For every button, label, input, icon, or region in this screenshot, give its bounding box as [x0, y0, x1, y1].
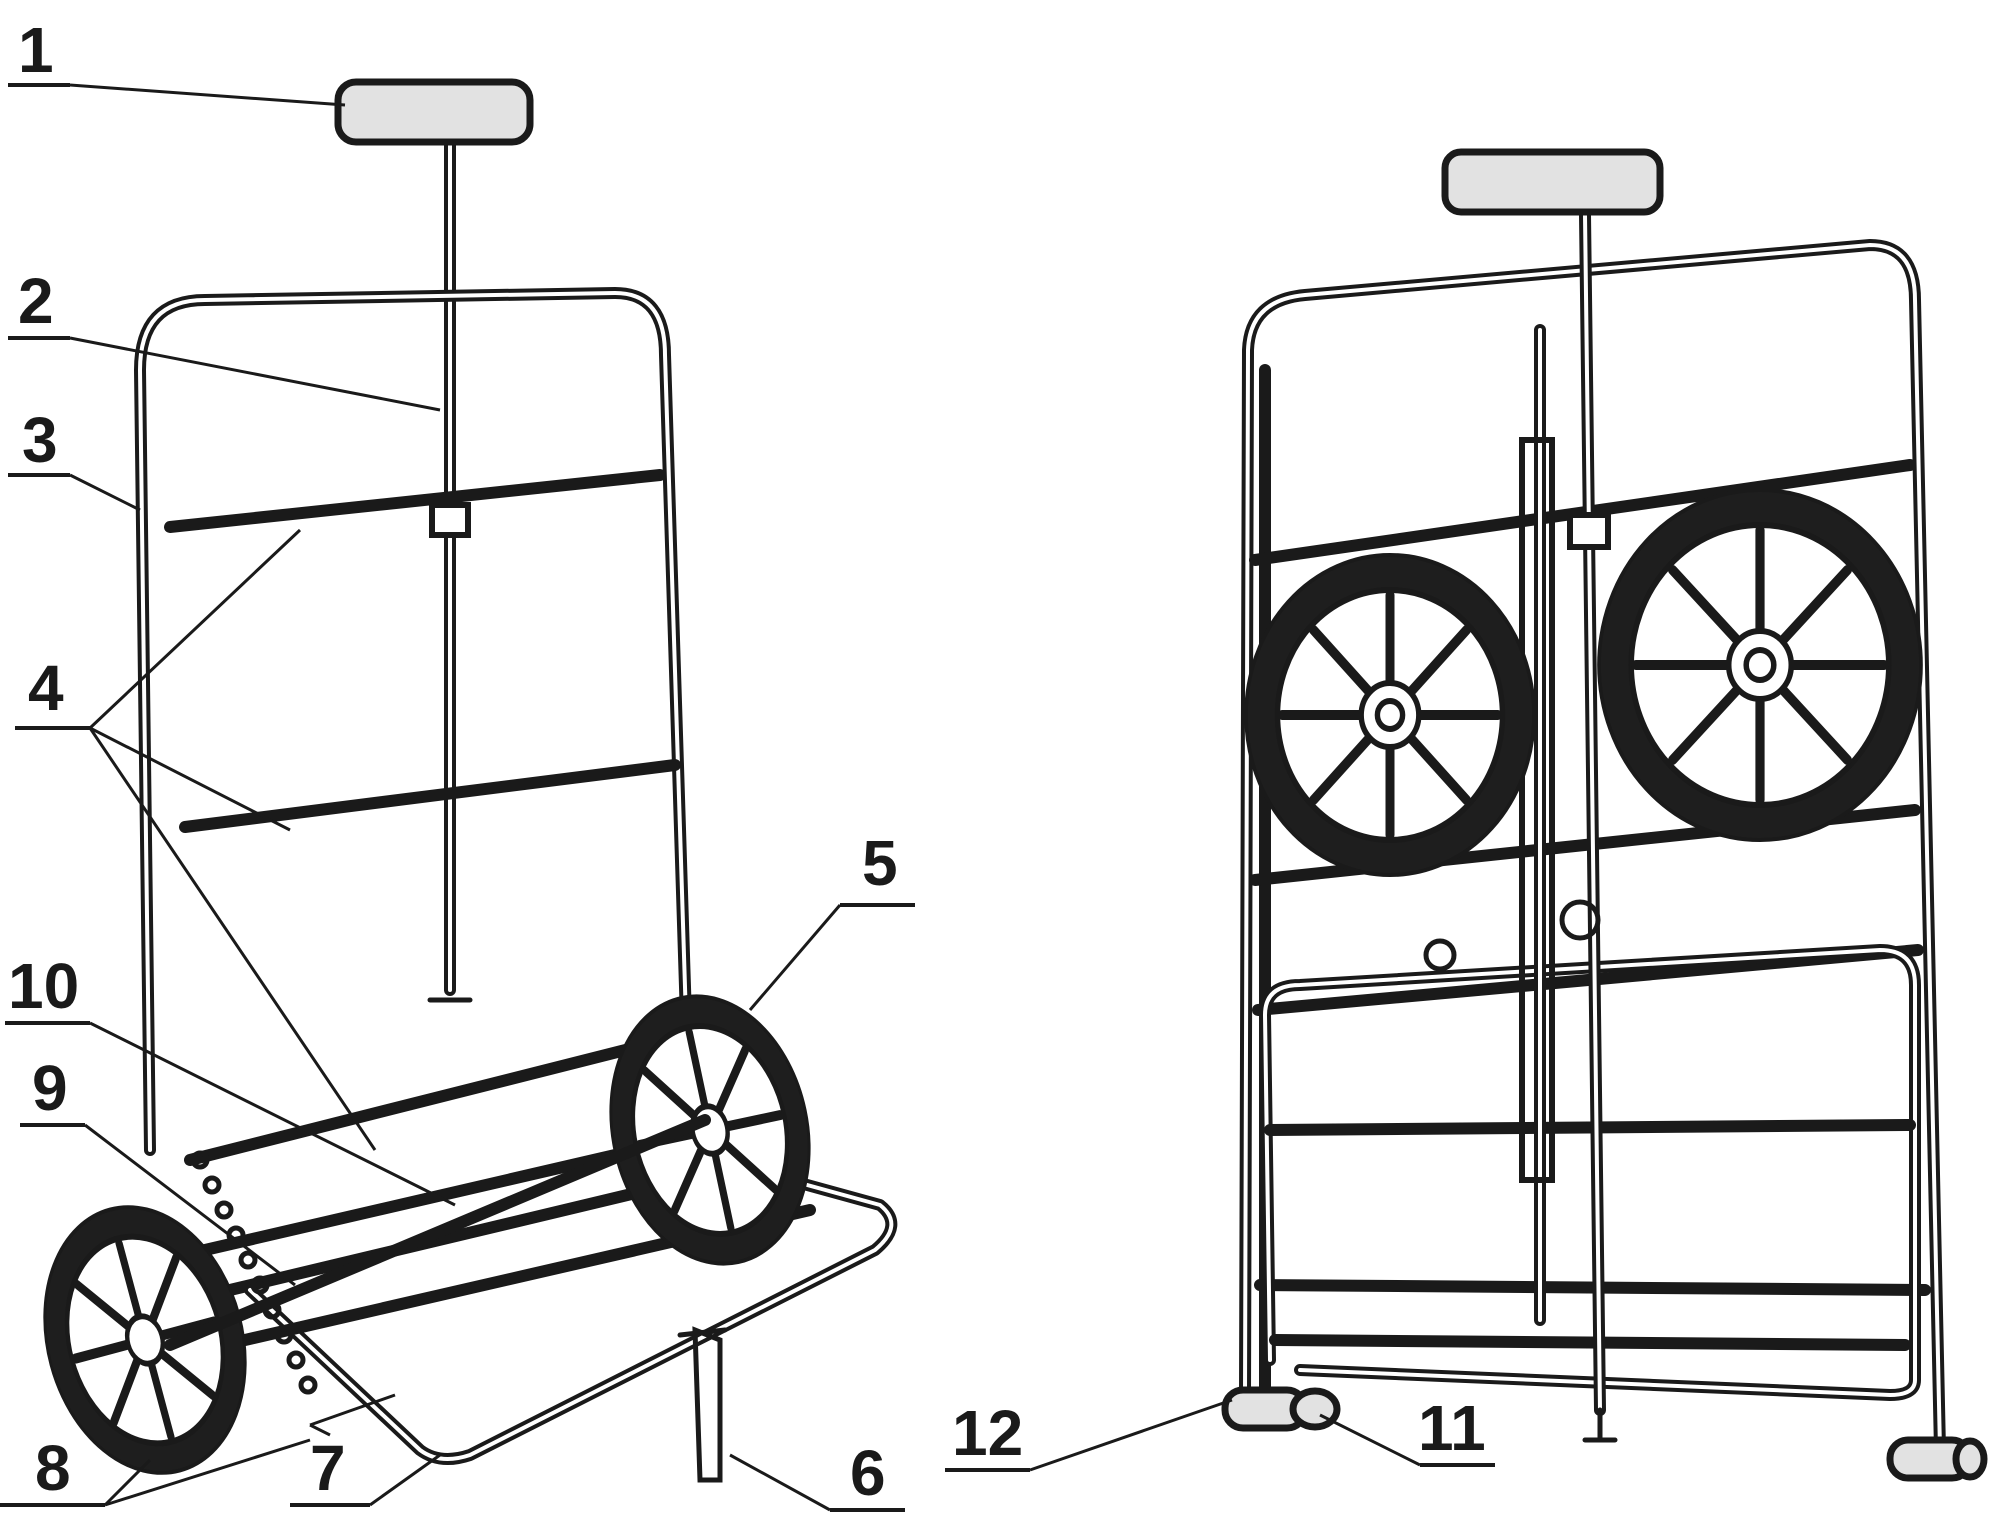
kickstand	[677, 1326, 728, 1483]
label-12: 12	[952, 1397, 1023, 1469]
folded-handle	[1423, 209, 1618, 1443]
label-11: 11	[1418, 1392, 1486, 1464]
stowed-wheel-right	[1597, 488, 1923, 842]
label-8: 8	[35, 1432, 71, 1504]
stowed-wheel-left	[1244, 553, 1536, 877]
cross-bars	[164, 469, 696, 1296]
label-10: 10	[8, 950, 79, 1022]
label-1: 1	[18, 14, 54, 86]
folded-cart-view	[1221, 148, 1988, 1482]
label-3: 3	[22, 404, 58, 476]
label-9: 9	[32, 1052, 68, 1124]
assembled-cart-view	[43, 78, 898, 1483]
handle-clamp	[429, 502, 471, 538]
folded-platform	[1259, 944, 1921, 1401]
handle-grip	[334, 78, 534, 146]
label-5: 5	[862, 827, 898, 899]
label-2: 2	[18, 265, 54, 337]
folded-feet	[1221, 1386, 1988, 1482]
leader-lines	[0, 83, 1495, 1512]
axle	[164, 1114, 711, 1351]
label-6: 6	[850, 1437, 886, 1509]
telescopic-handle	[427, 134, 473, 1003]
callout-labels: 1 2 3 4 5 10 9 6 7 8 11 12	[8, 14, 1486, 1509]
folded-handle-grip	[1441, 148, 1664, 216]
main-frame	[134, 287, 696, 1156]
label-4: 4	[28, 652, 64, 724]
wheel-right	[609, 994, 811, 1266]
label-7: 7	[310, 1432, 346, 1504]
chain	[190, 1150, 318, 1395]
